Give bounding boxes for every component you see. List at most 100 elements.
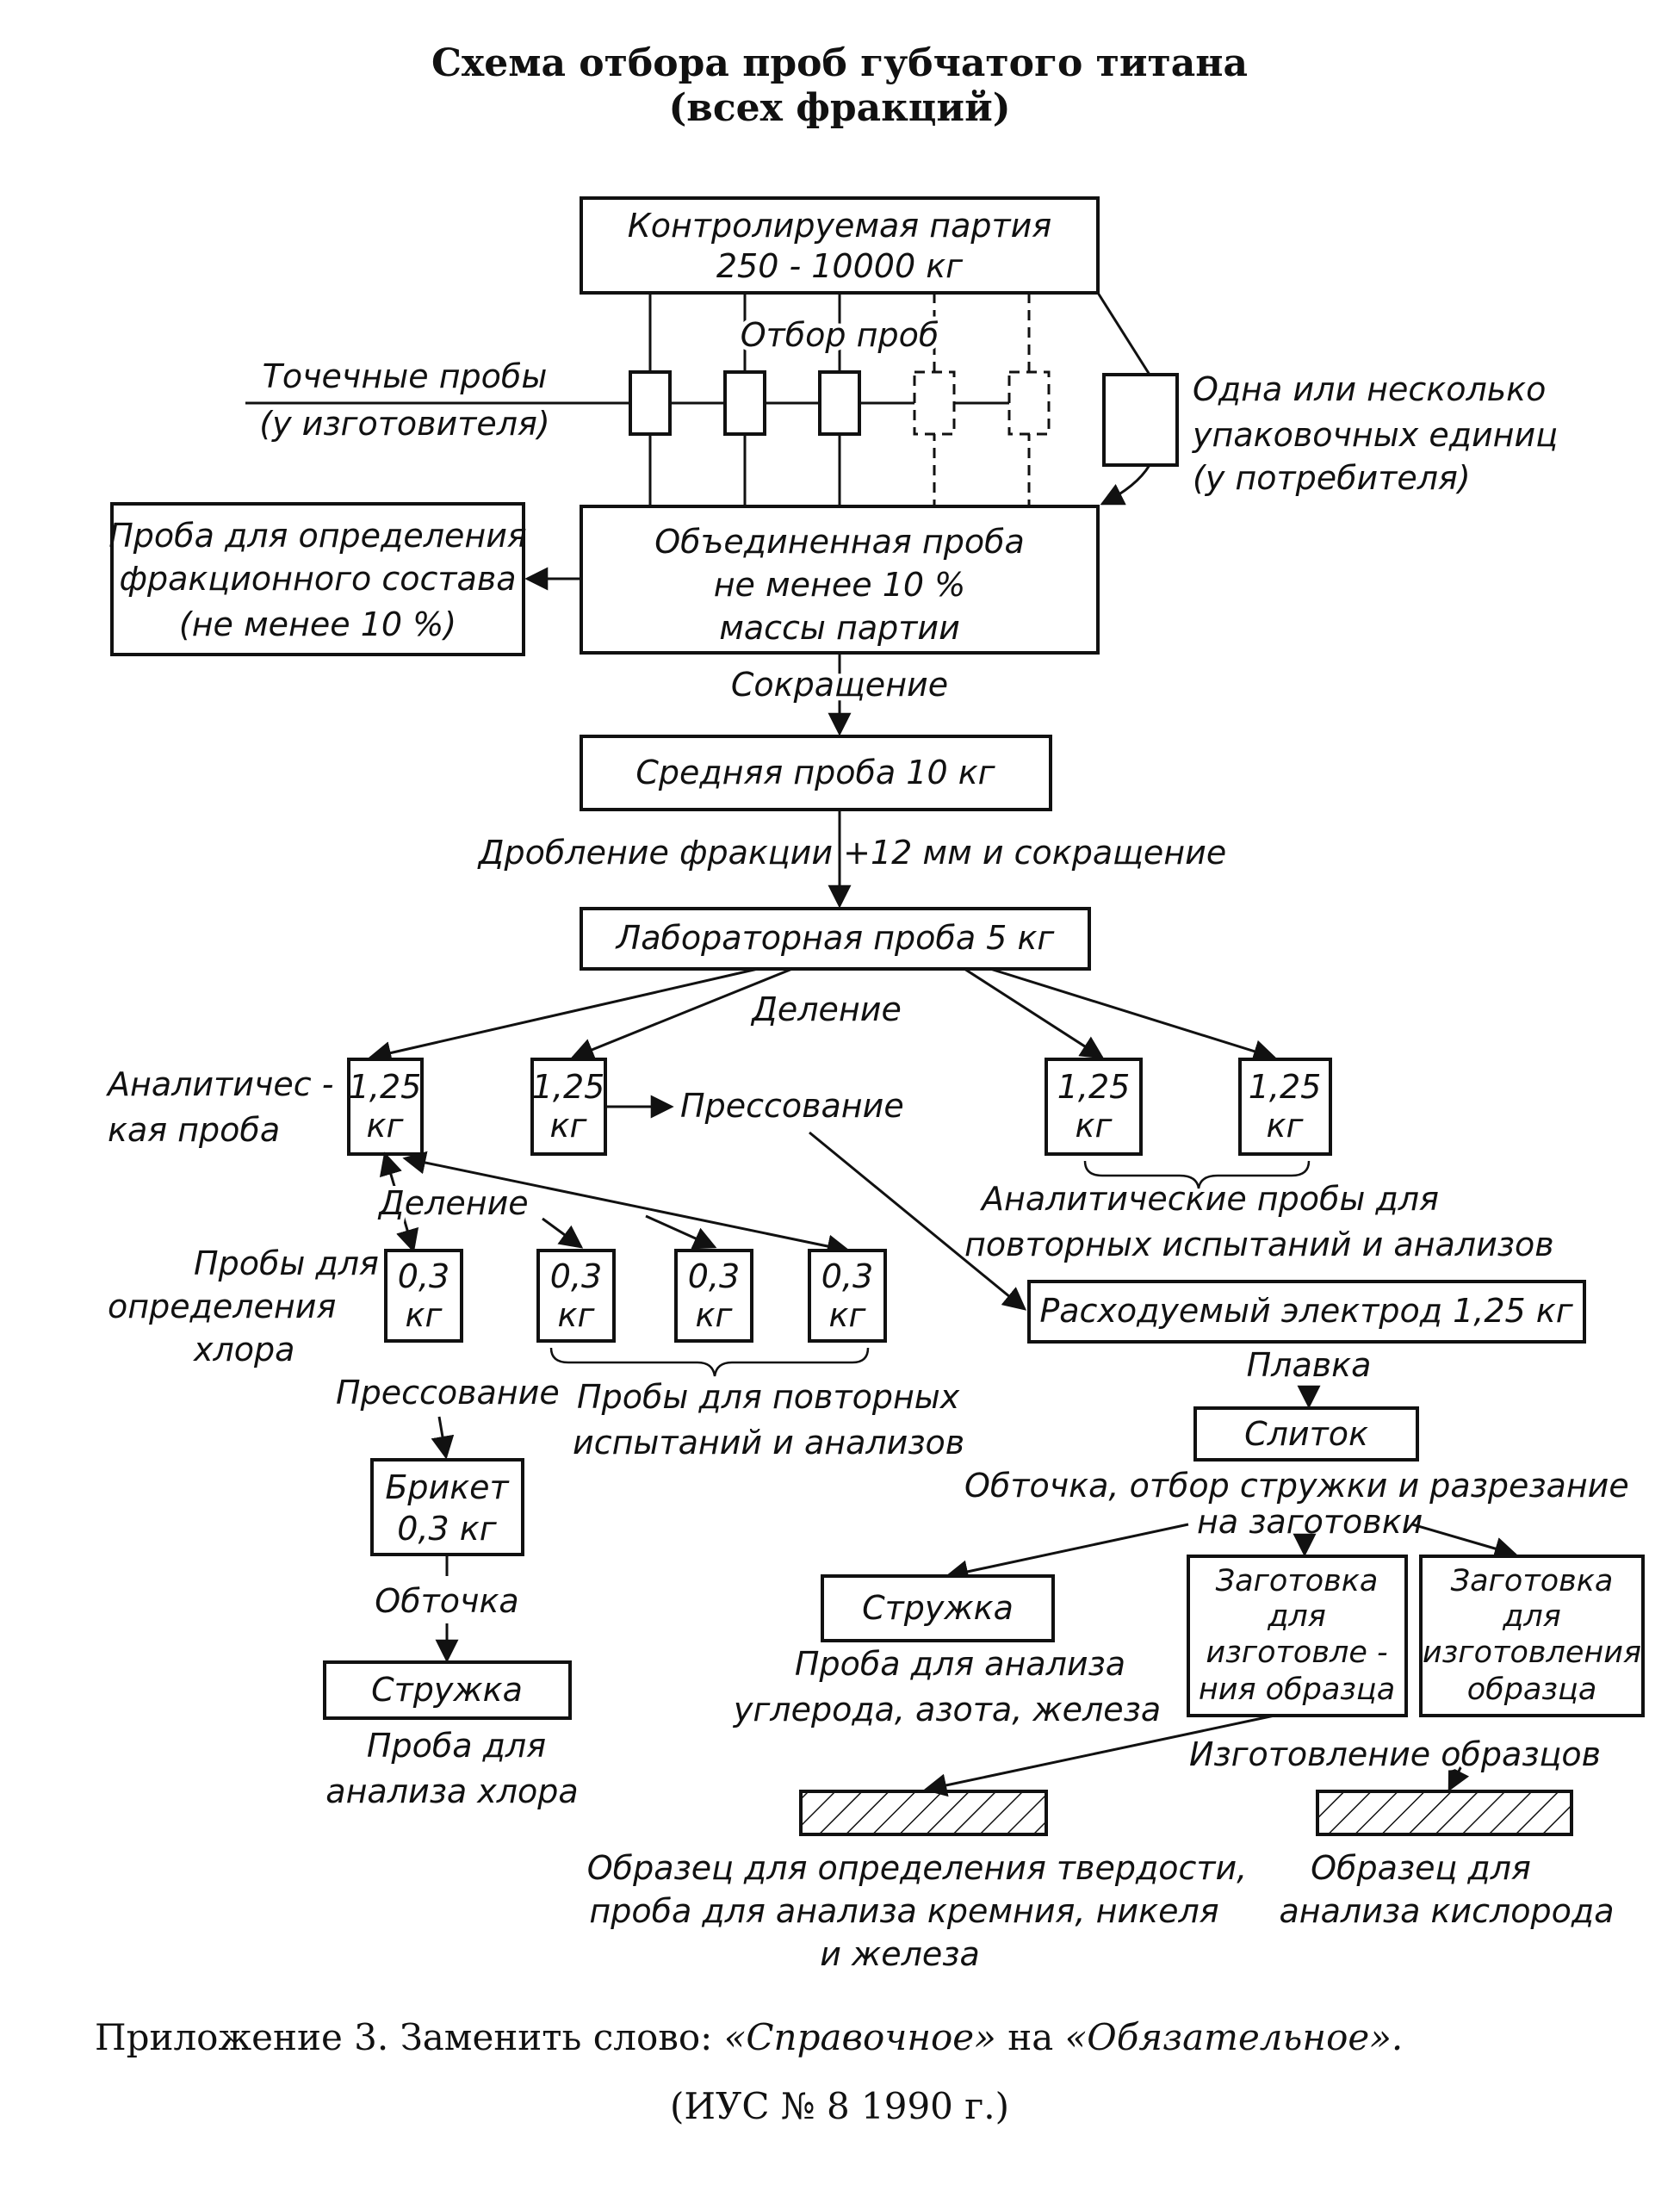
blank-1-label-3: изготовле - [1206,1635,1387,1670]
chlorine-to-briquette-arrow [431,1416,455,1460]
making-specimens-label: Изготовление образцов [1189,1735,1601,1773]
chips-box-2 [821,1574,1055,1642]
packaging-unit-box [1102,373,1179,467]
blank-1-label-2: для [1267,1599,1326,1634]
specimen-1-label-1: Образец для определения твердости, [587,1849,1248,1887]
chlorine-analysis-label-2: анализа хлора [325,1772,578,1810]
repeat-sample-box-2: 1,25 кг [1238,1058,1332,1156]
crushing-label: Дробление фракции +12 мм и сокращение [477,834,1226,872]
combined-sample-label-1: Объединенная проба [654,523,1025,561]
repeat-samples-label-3: Пробы для повторных [577,1378,960,1416]
combined-sample-label-2: не менее 10 % [714,566,966,604]
briquette-box [370,1458,524,1556]
pressing-to-electrode-arrow [809,1131,1027,1311]
ingot-output-arrows [945,1523,1518,1584]
chlorine-samples-label-1: Пробы для [194,1244,379,1282]
laboratory-sample-label: Лабораторная проба 5 кг [615,919,1056,957]
title-line-1: Схема отбора проб губчатого титана [431,41,1248,85]
repeat-small-box-2: 0,3 кг [674,1249,753,1343]
chlorine-samples-label-2: определения [108,1288,336,1325]
svg-text:1,25: 1,25 [349,1068,422,1106]
analytical-to-repeat-arrow [402,1151,851,1258]
blank-2-label-3: изготовления [1423,1635,1641,1670]
chips-box-1 [323,1660,572,1720]
repeat-small-box-1: 0,3 кг [536,1249,616,1343]
electrode-box [1027,1280,1586,1344]
fraction-sample-box [110,502,525,656]
analytical-sample-box-1: 1,25 кг [347,1058,424,1156]
controlled-lot-mass: 250 - 10000 кг [716,247,964,285]
turning-label-1: Обточка [375,1582,518,1620]
ingot-label: Слиток [1244,1415,1368,1453]
point-sample-box-1 [629,370,672,436]
point-sample-box-5 [1007,370,1051,436]
briquette-label-2: 0,3 кг [397,1510,497,1548]
turning-label-3: на заготовки [1197,1503,1423,1541]
svg-text:кг: кг [406,1296,443,1334]
svg-text:кг: кг [1076,1107,1113,1145]
package-to-combined-arrow [1100,464,1151,506]
chips-label-1: Стружка [371,1671,523,1709]
svg-text:кг: кг [558,1296,596,1334]
blank-2-label-1: Заготовка [1451,1564,1614,1598]
blank-1-label-1: Заготовка [1216,1564,1379,1598]
specimen-1-label-3: и железа [820,1935,980,1973]
cno-analysis-label-1: Проба для анализа [795,1645,1125,1683]
blank-box-1 [1187,1555,1408,1717]
packaging-label-3: (у потребителя) [1193,459,1471,497]
svg-text:кг: кг [367,1107,405,1145]
laboratory-sample-box [580,907,1091,971]
cno-analysis-label-2: углерода, азота, железа [733,1691,1161,1728]
division-label-1: Деление [750,990,902,1028]
pressing-sample-box: 1,25 кг [530,1058,607,1156]
blank-2-label-4: образца [1467,1673,1597,1707]
fraction-sample-label-2: фракционного состава [119,560,516,598]
sampling-label: Отбор проб [741,316,939,354]
blank-to-specimen-2-arrow [1448,1760,1470,1792]
analytical-sample-label-1: Аналитичес - [105,1065,333,1103]
point-sample-box-3 [818,370,861,436]
controlled-lot-box [580,196,1100,295]
point-samples-sublabel: (у изготовителя) [259,405,549,443]
chlorine-sample-box: 0,3 кг [384,1249,463,1343]
specimen-bar-1 [799,1790,1048,1836]
combined-sample-label-3: массы партии [719,609,960,647]
point-samples-label: Точечные пробы [263,357,548,395]
repeat-samples-label-4: испытаний и анализов [573,1424,964,1462]
packaging-label-2: упаковочных единиц [1192,416,1558,454]
blank-2-label-2: для [1502,1599,1561,1634]
svg-text:0,3: 0,3 [550,1257,602,1295]
repeat-samples-label-2: повторных испытаний и анализов [964,1226,1554,1263]
average-sample-box [580,735,1052,811]
blank-1-label-4: ния образца [1199,1673,1395,1707]
specimen-bar-2 [1316,1790,1573,1836]
svg-text:0,3: 0,3 [398,1257,449,1295]
svg-text:кг: кг [829,1296,867,1334]
footer-line-1: Приложение 3. Заменить слово: «Справочно… [95,2016,1403,2058]
analytical-sample-label-2: кая проба [108,1111,280,1149]
specimen-2-label-1: Образец для [1311,1849,1531,1887]
fraction-sample-label-3: (не менее 10 %) [179,605,456,643]
division-label-2: Деление [377,1184,529,1222]
reduction-label: Сокращение [731,666,948,704]
repeat-small-box-3: 0,3 кг [808,1249,887,1343]
fraction-sample-label-1: Проба для определения [108,517,527,555]
point-sample-box-4 [913,370,956,436]
blank-to-specimen-1-arrow [923,1714,1275,1797]
chips-label-2: Стружка [862,1589,1014,1627]
pressing-label-2: Прессование [336,1374,560,1412]
svg-text:кг: кг [550,1107,588,1145]
svg-text:кг: кг [696,1296,734,1334]
blank-box-2 [1419,1555,1645,1717]
briquette-label-1: Брикет [385,1468,510,1506]
melting-label: Плавка [1247,1346,1372,1384]
repeat-brace-2 [549,1347,870,1377]
pressing-label-1: Прессование [680,1087,904,1125]
ingot-box [1193,1406,1419,1462]
lot-to-package-line [1096,292,1151,375]
repeat-arrows-small [542,1214,717,1250]
repeat-brace-1 [1083,1160,1311,1189]
svg-text:1,25: 1,25 [1057,1068,1131,1106]
svg-text:кг: кг [1267,1107,1305,1145]
svg-text:0,3: 0,3 [821,1257,873,1295]
